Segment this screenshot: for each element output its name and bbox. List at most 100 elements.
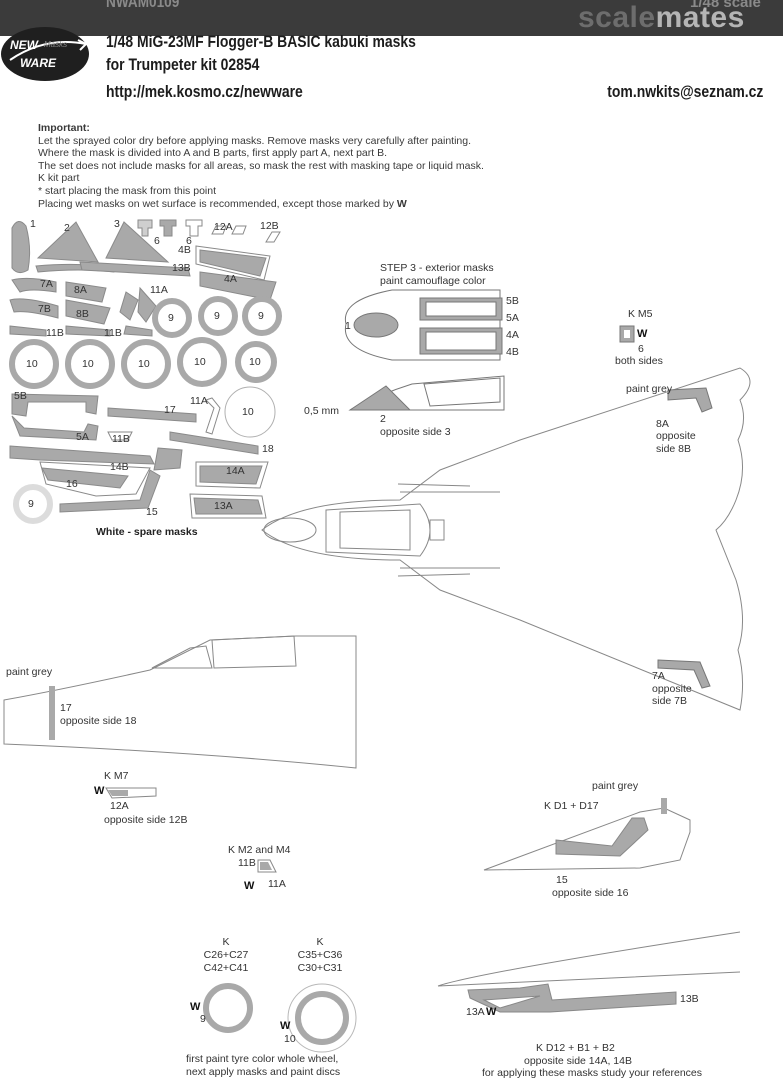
logo-text-ware: WARE (20, 56, 57, 70)
instructions: Important: Let the sprayed color dry bef… (38, 122, 484, 210)
sheet-title: 1/48 MiG-23MF Flogger-B BASIC kabuki mas… (106, 32, 416, 51)
notes-title: Important: (38, 122, 90, 134)
part-label: 4B (506, 346, 519, 358)
part-note: opposite (656, 430, 696, 442)
km2-m4-mask (257, 859, 277, 873)
part-label: 4A (506, 329, 519, 341)
w-mark: W (244, 880, 255, 892)
part-label: 9 (200, 1013, 206, 1025)
paint-note: paint grey (592, 780, 639, 792)
part-label: 11A (190, 395, 208, 407)
part-label: 13B (680, 993, 699, 1005)
part-label: 9 (168, 312, 174, 324)
part-label: 10 (138, 358, 150, 370)
kd1-title: K D1 + D17 (544, 800, 599, 812)
wheel-kit-parts: C35+C36 (297, 949, 343, 961)
top-view-masks (657, 387, 713, 689)
part-label: 9 (28, 498, 34, 510)
part-label: 14B (110, 461, 129, 473)
km2-m4-title: K M2 and M4 (228, 844, 291, 856)
part-label: 12A (110, 800, 129, 812)
website-url: http://mek.kosmo.cz/newware (106, 82, 303, 101)
product-code: NWAM0109 (106, 0, 180, 11)
part-label: 13A (466, 1006, 485, 1018)
part-label: 6 (638, 343, 644, 355)
part-label: 2 (380, 413, 386, 425)
part-label: 6 (154, 235, 160, 247)
part-note: side 8B (656, 443, 692, 455)
part-label: 5B (14, 390, 27, 402)
part-label: 11B (104, 327, 122, 339)
part-label: 15 (556, 874, 568, 886)
part-label: 11A (268, 878, 286, 890)
w-mark: W (280, 1020, 291, 1032)
part-label: 13A (214, 500, 233, 512)
note-line: K kit part (38, 172, 80, 185)
part-label: 6 (186, 235, 192, 247)
wheel-kit-parts: C26+C27 (203, 949, 249, 961)
wheel-note: next apply masks and paint discs (186, 1066, 341, 1078)
top-bar: NWAM0109 scalemates 1/48 scale (0, 0, 783, 36)
logo-text-new: NEW (10, 38, 40, 52)
part-label: 11B (238, 857, 256, 869)
part-note: opposite side 3 (380, 426, 451, 438)
part-label: 5B (506, 295, 519, 307)
part-label: 7B (38, 303, 51, 315)
part-label: 18 (262, 443, 274, 455)
part-label: 11B (46, 327, 64, 339)
part-label: 4B (178, 244, 191, 256)
km7-title: K M7 (104, 770, 129, 782)
w-mark: W (486, 1006, 497, 1018)
km5-title: K M5 (628, 308, 653, 320)
part-label: 10 (242, 406, 254, 418)
part-label: 4A (224, 273, 237, 285)
kd12-drawing (437, 931, 741, 1013)
w-mark: W (94, 785, 105, 797)
part-note: opposite side 18 (60, 715, 137, 727)
part-label: 10 (26, 358, 38, 370)
part-label: 10 (82, 358, 94, 370)
w-mark: W (190, 1001, 201, 1013)
part-note: opposite side 16 (552, 887, 629, 899)
scale-label: 1/48 scale (690, 0, 761, 11)
mask-sheet (9, 219, 282, 524)
fuselage-side-view (3, 635, 357, 769)
fuselage-top-view (261, 367, 751, 711)
km7-mask (105, 787, 157, 799)
logo-text-masks: Masks (44, 40, 67, 49)
note-line: Where the mask is divided into A and B p… (38, 147, 388, 160)
wheel-kit-k: K (222, 936, 230, 948)
wheel-kit-parts: C42+C41 (203, 962, 249, 974)
part-label: 10 (284, 1033, 296, 1045)
part-label: 13B (172, 262, 191, 274)
wheel-note: first paint tyre color whole wheel, (186, 1053, 339, 1065)
part-label: 16 (66, 478, 78, 490)
kd1-d17-drawing (483, 798, 691, 871)
note-line: Let the sprayed color dry before applyin… (38, 134, 472, 147)
part-label: 9 (258, 310, 264, 322)
part-note: both sides (615, 355, 663, 367)
step3-subtitle: paint camouflage color (380, 275, 486, 287)
kd12-title: K D12 + B1 + B2 (536, 1042, 615, 1054)
brand-part1: scale (578, 1, 656, 34)
note-line-wet: Placing wet masks on wet surface is reco… (38, 197, 407, 210)
wheel-kit-parts: C30+C31 (297, 962, 343, 974)
newware-logo: NEW WARE Masks (1, 27, 89, 81)
part-note: for applying these masks study your refe… (482, 1067, 703, 1079)
sheet-subtitle: for Trumpeter kit 02854 (106, 55, 260, 74)
part-label: 10 (194, 356, 206, 368)
part-label: 17 (164, 404, 176, 416)
part-label: 11A (150, 284, 168, 296)
note-line: The set does not include masks for all a… (38, 159, 484, 172)
paint-note: paint grey (626, 383, 673, 395)
part-note: opposite (652, 683, 692, 695)
part-label: 1 (30, 218, 36, 230)
part-note: opposite side 14A, 14B (524, 1055, 632, 1067)
wheel-kit-k: K (316, 936, 324, 948)
part-label: 10 (249, 356, 261, 368)
part-label: 14A (226, 465, 245, 477)
part-label: 5A (506, 312, 519, 324)
part-label: 7A (40, 278, 53, 290)
wheel-masks (203, 983, 357, 1053)
